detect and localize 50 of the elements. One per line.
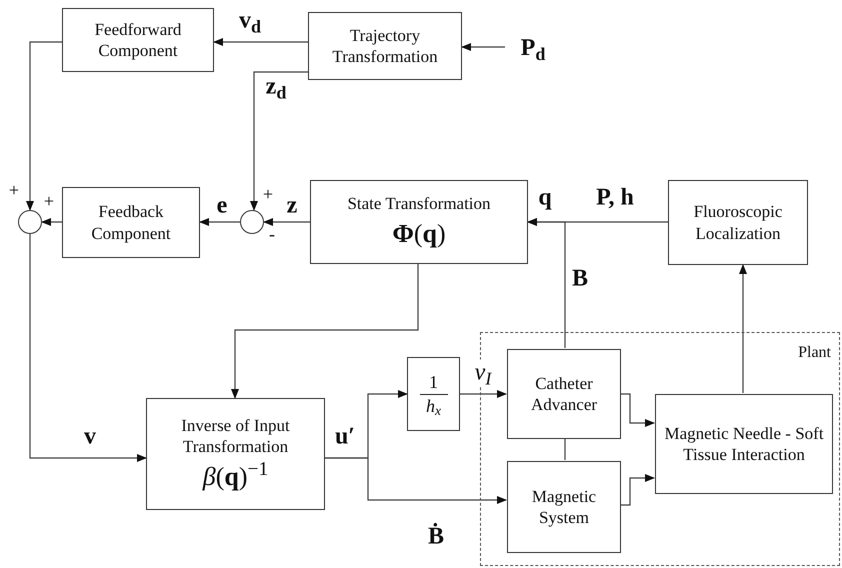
connector-arrow bbox=[263, 218, 310, 226]
connector-arrow bbox=[325, 457, 507, 504]
connector-arrow bbox=[199, 218, 240, 226]
connector-arrow bbox=[213, 38, 308, 46]
numerator: 1 bbox=[429, 371, 438, 394]
signal-label: u′ bbox=[334, 424, 356, 450]
connector-arrow bbox=[461, 43, 505, 51]
connector-arrow bbox=[29, 234, 147, 462]
block bbox=[655, 394, 833, 494]
block-title: State Transformation bbox=[347, 193, 491, 214]
sign-label: + bbox=[8, 180, 20, 200]
block bbox=[668, 180, 808, 265]
block-formula: β(q)$^{−1}$ bbox=[202, 461, 268, 493]
block-title: Fluoroscopic Localization bbox=[692, 201, 784, 244]
gain-block bbox=[407, 357, 460, 431]
connector-arrow bbox=[620, 393, 655, 427]
block bbox=[146, 398, 325, 510]
summing-junction bbox=[240, 210, 264, 234]
denominator: h$_{x}$ bbox=[426, 394, 441, 417]
connector-arrow bbox=[460, 390, 507, 398]
summing-junction bbox=[18, 210, 42, 234]
connector-arrow bbox=[41, 218, 62, 226]
sign-label: + bbox=[44, 191, 54, 211]
connector-arrow bbox=[250, 71, 308, 211]
region-label: Plant bbox=[798, 343, 831, 363]
block-title: Feedback Component bbox=[90, 201, 172, 244]
edge-label: v$_{I}$ bbox=[472, 360, 494, 386]
block-formula: Φ(q) bbox=[392, 218, 446, 250]
block-title: Inverse of Input Transformation bbox=[180, 414, 291, 457]
block-title: Catheter Advancer bbox=[530, 372, 598, 416]
input-signal-label: P$_{d}$ bbox=[520, 34, 546, 64]
block bbox=[507, 349, 621, 439]
signal-label: q bbox=[538, 184, 552, 210]
block bbox=[310, 180, 528, 264]
block bbox=[507, 461, 621, 553]
connector-arrow bbox=[231, 264, 419, 399]
block-title: Trajectory Transformation bbox=[331, 24, 439, 68]
connector-arrow bbox=[739, 264, 747, 393]
block bbox=[62, 187, 200, 258]
sign-label: - bbox=[269, 224, 275, 244]
block-title: Feedforward Component bbox=[94, 18, 182, 62]
connector-arrow bbox=[620, 474, 655, 506]
edge-label: P, h bbox=[594, 184, 636, 210]
connector-arrow bbox=[527, 218, 566, 348]
block bbox=[62, 8, 214, 72]
sign-label: + bbox=[262, 184, 274, 204]
connector-arrow bbox=[26, 41, 62, 211]
block bbox=[308, 12, 462, 80]
block-title: Magnetic System bbox=[530, 486, 598, 528]
block-title: Magnetic Needle - Soft Tissue Interaction bbox=[663, 422, 825, 466]
